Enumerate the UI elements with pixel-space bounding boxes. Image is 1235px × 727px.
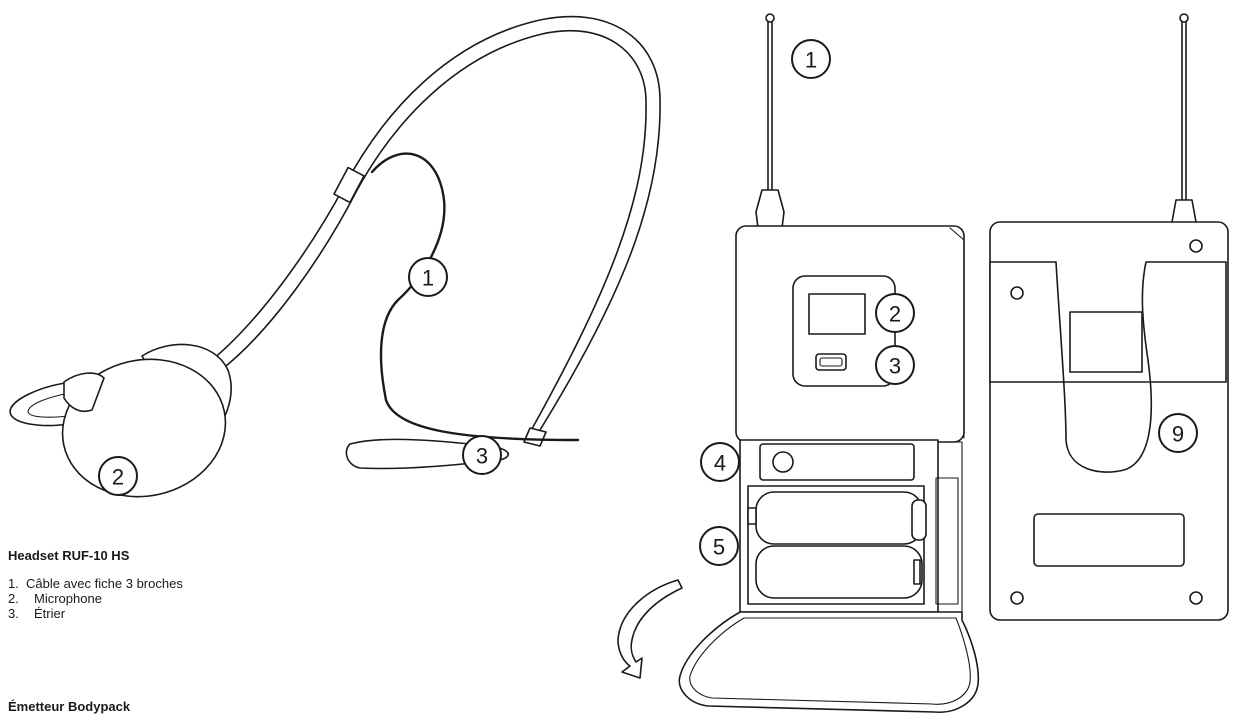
bodypack-front-callout-antenna: 1 — [791, 39, 831, 79]
svg-text:2: 2 — [889, 302, 901, 327]
headset-ear-loop — [9, 381, 73, 427]
bodypack-legend-title: Émetteur Bodypack — [8, 699, 131, 714]
bodypack-front-panel — [759, 443, 915, 481]
bodypack-front-display — [808, 293, 866, 335]
headset-ear-loop-inner — [27, 391, 77, 418]
bodypack-front-illustration — [617, 13, 980, 713]
headset-legend-title: Headset RUF-10 HS — [8, 548, 130, 563]
bodypack-back-illustration — [989, 13, 1229, 621]
bodypack-front-callout-battery: 5 — [699, 526, 739, 566]
bodypack-front-battery-2 — [755, 545, 923, 599]
legend-item-number: 3. — [8, 606, 19, 621]
svg-text:3: 3 — [476, 444, 488, 469]
headset-legend: Headset RUF-10 HS 1. Câble avec fiche 3 … — [8, 548, 183, 621]
legend-item-number: 2. — [8, 591, 19, 606]
bodypack-front-callout-display: 2 — [875, 293, 915, 333]
headset-band-slider — [333, 166, 365, 204]
bodypack-front-battery-1 — [755, 491, 923, 545]
svg-text:3: 3 — [889, 354, 901, 379]
bodypack-front-battery-door[interactable] — [678, 611, 980, 713]
bodypack-front-panel-led — [772, 451, 794, 473]
legend-item-number: 1. — [8, 576, 19, 591]
bodypack-back-belt-clip — [989, 261, 1227, 473]
headset-callout-cable: 1 — [408, 257, 448, 297]
bodypack-legend: Émetteur Bodypack — [8, 699, 130, 727]
headset-legend-list: 1. Câble avec fiche 3 broches 2. Microph… — [8, 576, 183, 621]
bodypack-front-callout-button: 3 — [875, 345, 915, 385]
bodypack-front-callout-panel: 4 — [700, 442, 740, 482]
headset-band-end-clip — [523, 427, 547, 447]
headset-mic-mount — [63, 372, 105, 413]
svg-text:1: 1 — [422, 266, 434, 291]
bodypack-back-clip-tab — [1069, 311, 1143, 373]
legend-item: 2. Microphone — [8, 591, 183, 606]
headset-callout-stirrup: 3 — [462, 435, 502, 475]
legend-item-label: Microphone — [34, 591, 102, 606]
headset-headband — [211, 15, 661, 431]
svg-text:5: 5 — [713, 535, 725, 560]
headset-callout-microphone: 2 — [98, 456, 138, 496]
legend-item-label: Câble avec fiche 3 broches — [26, 576, 183, 591]
svg-text:2: 2 — [112, 465, 124, 490]
bodypack-back-label — [1033, 513, 1185, 567]
headset-cable — [370, 152, 580, 442]
bodypack-front-open-arrow — [617, 579, 683, 679]
legend-item: 3. Étrier — [8, 606, 183, 621]
svg-text:1: 1 — [805, 48, 817, 73]
legend-item-label: Étrier — [34, 606, 66, 621]
legend-item: 1. Câble avec fiche 3 broches — [8, 576, 183, 591]
svg-text:9: 9 — [1172, 422, 1184, 447]
bodypack-front-antenna-base — [755, 189, 785, 229]
headset-headband-inner — [225, 29, 647, 437]
bodypack-back-callout-clip: 9 — [1158, 413, 1198, 453]
headset-microphone-windscreen — [61, 358, 227, 498]
svg-text:4: 4 — [714, 451, 726, 476]
headset-illustration — [9, 15, 661, 498]
